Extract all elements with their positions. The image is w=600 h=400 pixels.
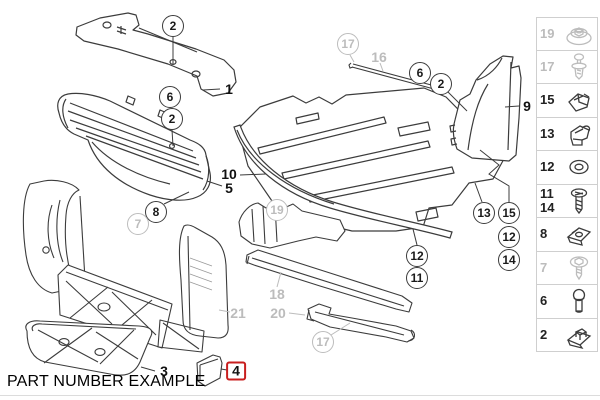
screw-icon <box>570 188 588 214</box>
fastener-sidebar: 19 17 15 13 12 <box>536 17 598 352</box>
callout-13[interactable]: 13 <box>473 202 495 224</box>
sidebar-item-label: 15 <box>540 92 555 108</box>
sidebar-item-label: 13 <box>540 125 555 141</box>
expansion-rivet-icon <box>571 53 587 80</box>
washer-icon <box>569 160 589 175</box>
sidebar-item-12[interactable]: 12 <box>536 151 598 185</box>
callout-17[interactable]: 17 <box>337 33 359 55</box>
sidebar-item-11-14[interactable]: 11 14 <box>536 184 598 218</box>
sidebar-item-2[interactable]: 2 <box>536 318 598 352</box>
sidebar-item-6[interactable]: 6 <box>536 285 598 319</box>
part-3-tray-drawing <box>25 320 153 376</box>
callout-17[interactable]: 17 <box>312 331 334 353</box>
part-label-5[interactable]: 5 <box>225 180 233 196</box>
sidebar-item-15[interactable]: 15 <box>536 84 598 118</box>
round-bolt-icon <box>572 289 586 314</box>
part-18-strip-drawing <box>245 249 413 313</box>
callout-14[interactable]: 14 <box>498 249 520 271</box>
callout-12[interactable]: 12 <box>406 245 428 267</box>
washer-screw-icon <box>569 256 589 280</box>
part-10-arch-lip-drawing <box>233 124 453 239</box>
callout-11[interactable]: 11 <box>406 267 428 289</box>
callout-19[interactable]: 19 <box>266 199 288 221</box>
grommet-icon <box>566 27 592 45</box>
callout-8[interactable]: 8 <box>145 201 167 223</box>
callout-2[interactable]: 2 <box>161 108 183 130</box>
sidebar-item-7[interactable]: 7 <box>536 251 598 285</box>
sidebar-item-13[interactable]: 13 <box>536 117 598 151</box>
sidebar-item-label: 7 <box>540 259 548 275</box>
sidebar-item-label: 19 <box>540 25 555 41</box>
callout-7[interactable]: 7 <box>127 213 149 235</box>
sidebar-item-label: 11 14 <box>540 186 555 215</box>
sidebar-item-label: 12 <box>540 159 555 175</box>
callout-15[interactable]: 15 <box>498 202 520 224</box>
part-label-9[interactable]: 9 <box>523 98 531 114</box>
cable-clip-icon <box>568 93 590 113</box>
part-4-drawing <box>196 354 223 387</box>
callout-6[interactable]: 6 <box>159 86 181 108</box>
part-20-trim-drawing <box>306 303 416 343</box>
part-9-drawing <box>449 55 522 162</box>
sidebar-item-19[interactable]: 19 <box>536 17 598 51</box>
bottom-divider <box>0 395 600 396</box>
callout-12[interactable]: 12 <box>498 226 520 248</box>
part-label-4-highlighted[interactable]: 4 <box>226 361 246 381</box>
part-1-drawing <box>75 12 237 97</box>
callout-6[interactable]: 6 <box>409 62 431 84</box>
part-label-1[interactable]: 1 <box>225 81 233 97</box>
part-label-16[interactable]: 16 <box>371 49 387 65</box>
sidebar-item-label: 8 <box>540 226 548 242</box>
part-5-duct-drawing <box>57 92 212 201</box>
clamp-bracket-icon <box>570 125 591 146</box>
part-19-bracket-drawing <box>238 201 346 249</box>
callout-2[interactable]: 2 <box>162 15 184 37</box>
part-label-18[interactable]: 18 <box>269 286 285 302</box>
sidebar-item-label: 6 <box>540 293 548 309</box>
clamp-nut-icon <box>566 327 592 349</box>
page-title: PART NUMBER EXAMPLE <box>7 373 206 390</box>
callout-2[interactable]: 2 <box>430 73 452 95</box>
part-label-3[interactable]: 3 <box>160 363 168 379</box>
part-label-10[interactable]: 10 <box>221 166 237 182</box>
part-label-21[interactable]: 21 <box>230 305 246 321</box>
sidebar-item-17[interactable]: 17 <box>536 50 598 84</box>
speed-nut-icon <box>566 227 592 247</box>
sidebar-item-8[interactable]: 8 <box>536 218 598 252</box>
sidebar-item-label: 2 <box>540 326 548 342</box>
sidebar-item-label: 17 <box>540 58 555 74</box>
leader-lines-inactive <box>218 54 384 336</box>
leader-lines <box>140 37 520 372</box>
part-label-20[interactable]: 20 <box>270 305 286 321</box>
